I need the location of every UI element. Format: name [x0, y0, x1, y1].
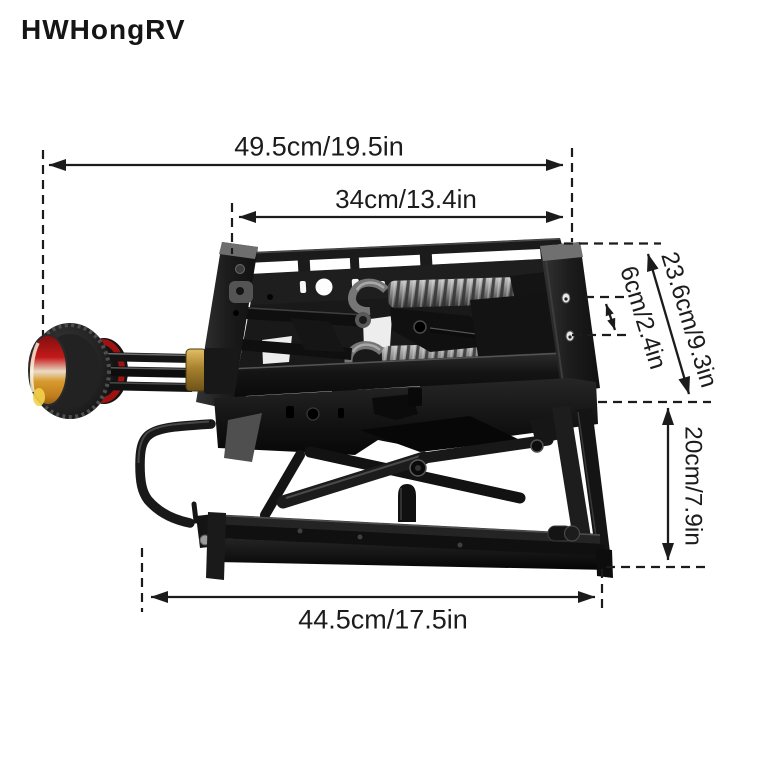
main-rail [212, 524, 606, 558]
hinge-hole [236, 287, 244, 295]
fascia-shadow-facet [360, 416, 520, 452]
dim-arrow-hole-spacing [604, 303, 617, 331]
dim-hole-spacing [570, 295, 627, 337]
dim-overall-width [48, 148, 574, 242]
panel-hole-small [267, 294, 273, 300]
right-rail [540, 242, 600, 394]
knob-knurling [29, 323, 111, 419]
bottom-channel [216, 538, 610, 570]
dim-slide-width [230, 203, 564, 254]
fascia-slot [286, 406, 294, 418]
arm-bolt [530, 439, 544, 453]
right-rail-cap [540, 242, 583, 261]
arm-highlight [285, 455, 421, 499]
right-leg-outer [552, 406, 594, 558]
dim-label-base-length: 44.5cm/17.5in [298, 604, 468, 635]
spring-hook-highlight [351, 343, 381, 353]
pivot-nut [415, 465, 421, 471]
knob-reflector-cap [28, 334, 68, 406]
dim-label-overall-width: 49.5cm/19.5in [234, 131, 404, 162]
dim-label-slide-width: 34cm/13.4in [335, 184, 477, 214]
gap-tab [349, 251, 360, 272]
latch-bar-lower [227, 338, 352, 360]
base-right-cap [596, 548, 613, 578]
main-arm-left [276, 451, 431, 509]
leg-highlight [577, 411, 599, 551]
right-rail-body [540, 242, 600, 394]
panel-slot [299, 280, 307, 294]
fascia-slot [338, 408, 344, 418]
latch-bar-upper [231, 306, 366, 327]
handle-tube [135, 419, 216, 528]
rail-rivet [357, 534, 363, 540]
brand-logo: HWHongRV [21, 14, 186, 45]
rail-edge-highlight [545, 260, 565, 391]
peg-cap [563, 525, 581, 542]
spring-hook-highlight [355, 281, 385, 291]
dim-lift-height [606, 407, 711, 569]
fascia-latch [372, 394, 418, 420]
handle-highlight [137, 420, 210, 464]
gap-tab [297, 254, 311, 277]
front-bar-highlight [229, 352, 567, 370]
dim-arrow-frame-depth [646, 253, 691, 395]
rail-rivet [297, 528, 303, 534]
rear-arm [260, 450, 305, 520]
adjustment-knob-assembly [28, 323, 234, 419]
frame-gap [247, 249, 541, 274]
scissor-lift [260, 406, 610, 558]
pivot-center [359, 316, 367, 324]
front-fascia [214, 378, 598, 462]
fascia-hole [306, 407, 320, 421]
rod-highlight [99, 381, 193, 386]
release-handle [135, 419, 218, 548]
fascia-left-facet [224, 413, 262, 462]
cap-highlight [29, 342, 40, 393]
shaft-connector [204, 348, 234, 394]
mount-hole-center [564, 297, 568, 301]
rail-hole [233, 310, 239, 316]
latch-bar-highlight [231, 306, 367, 316]
rod-highlight [99, 352, 193, 357]
mount-hole-center [568, 335, 572, 339]
base-post [398, 484, 416, 522]
seat-riser-product [28, 238, 613, 580]
main-arm-right [418, 434, 554, 464]
slider-rail [210, 514, 600, 546]
panel-hole [315, 278, 333, 296]
fascia-clip [408, 388, 422, 406]
latch-plate [290, 318, 345, 352]
dim-frame-depth [549, 242, 711, 404]
slider-highlight [209, 514, 601, 536]
handle-pin [191, 501, 199, 524]
dimension-annotations [48, 148, 711, 612]
gap-tab [419, 247, 433, 269]
rod-highlight [99, 366, 197, 371]
dim-base-length [140, 548, 604, 612]
base-rails [206, 512, 613, 580]
cap-yellow-spot [33, 388, 45, 406]
back-bar-highlight [251, 238, 561, 254]
right-leg-inner [576, 408, 610, 556]
frame-cutout [363, 316, 392, 349]
dim-label-lift-height: 20cm/7.9in [679, 426, 707, 546]
frame-front-bar [230, 352, 572, 398]
bracket-bolt [413, 320, 427, 334]
rail-bolt [235, 264, 245, 274]
brass-collar [185, 348, 207, 392]
rail-rivet [457, 542, 463, 548]
left-rail-cap [219, 242, 258, 259]
base-left-cap [206, 512, 226, 580]
